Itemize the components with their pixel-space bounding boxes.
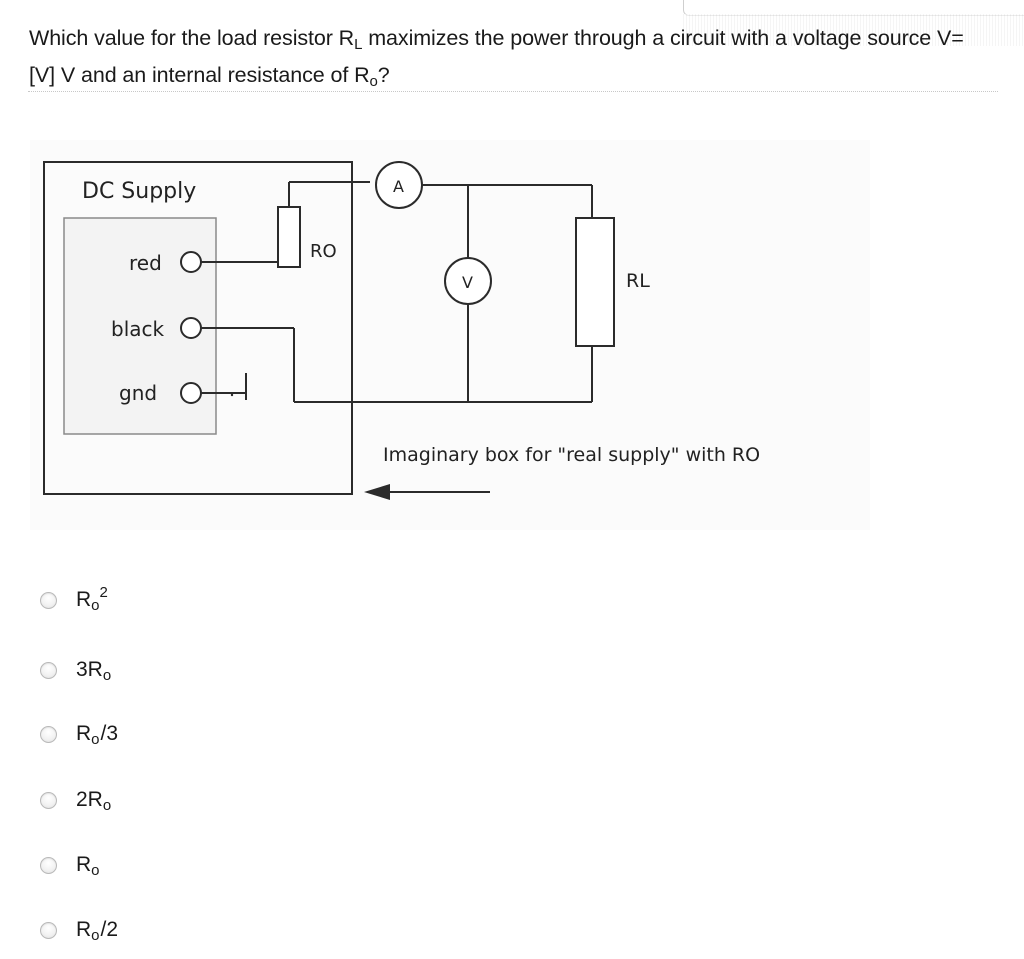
imaginary-box [43, 161, 353, 495]
arrow-left-icon [364, 484, 390, 500]
radio-button[interactable] [40, 725, 57, 743]
diagram-caption: Imaginary box for "real supply" with RO [383, 444, 760, 466]
black-label: black [111, 317, 165, 341]
radio-button[interactable] [40, 921, 57, 939]
red-label: red [129, 251, 162, 275]
radio-button[interactable] [40, 661, 57, 679]
rl-resistor-icon [575, 217, 615, 347]
decorative-stripe [683, 14, 1024, 46]
black-terminal-icon [180, 317, 202, 339]
ro-resistor-icon [277, 206, 301, 268]
question-text: Which value for the load resistor RL max… [29, 26, 964, 90]
red-terminal-icon [180, 251, 202, 273]
radio-button[interactable] [40, 856, 57, 874]
dc-supply-title: DC Supply [82, 179, 196, 204]
radio-button[interactable] [40, 791, 57, 809]
radio-button[interactable] [40, 591, 57, 609]
divider [28, 91, 998, 92]
rl-label: RL [626, 270, 650, 292]
ro-label: RO [310, 241, 337, 262]
circuit-diagram: DC Supply red black gnd RO A V RL Imagin… [30, 140, 870, 530]
voltmeter-label: V [462, 273, 473, 292]
gnd-label: gnd [119, 381, 157, 405]
gnd-terminal-icon [180, 382, 202, 404]
ammeter-label: A [393, 177, 404, 196]
